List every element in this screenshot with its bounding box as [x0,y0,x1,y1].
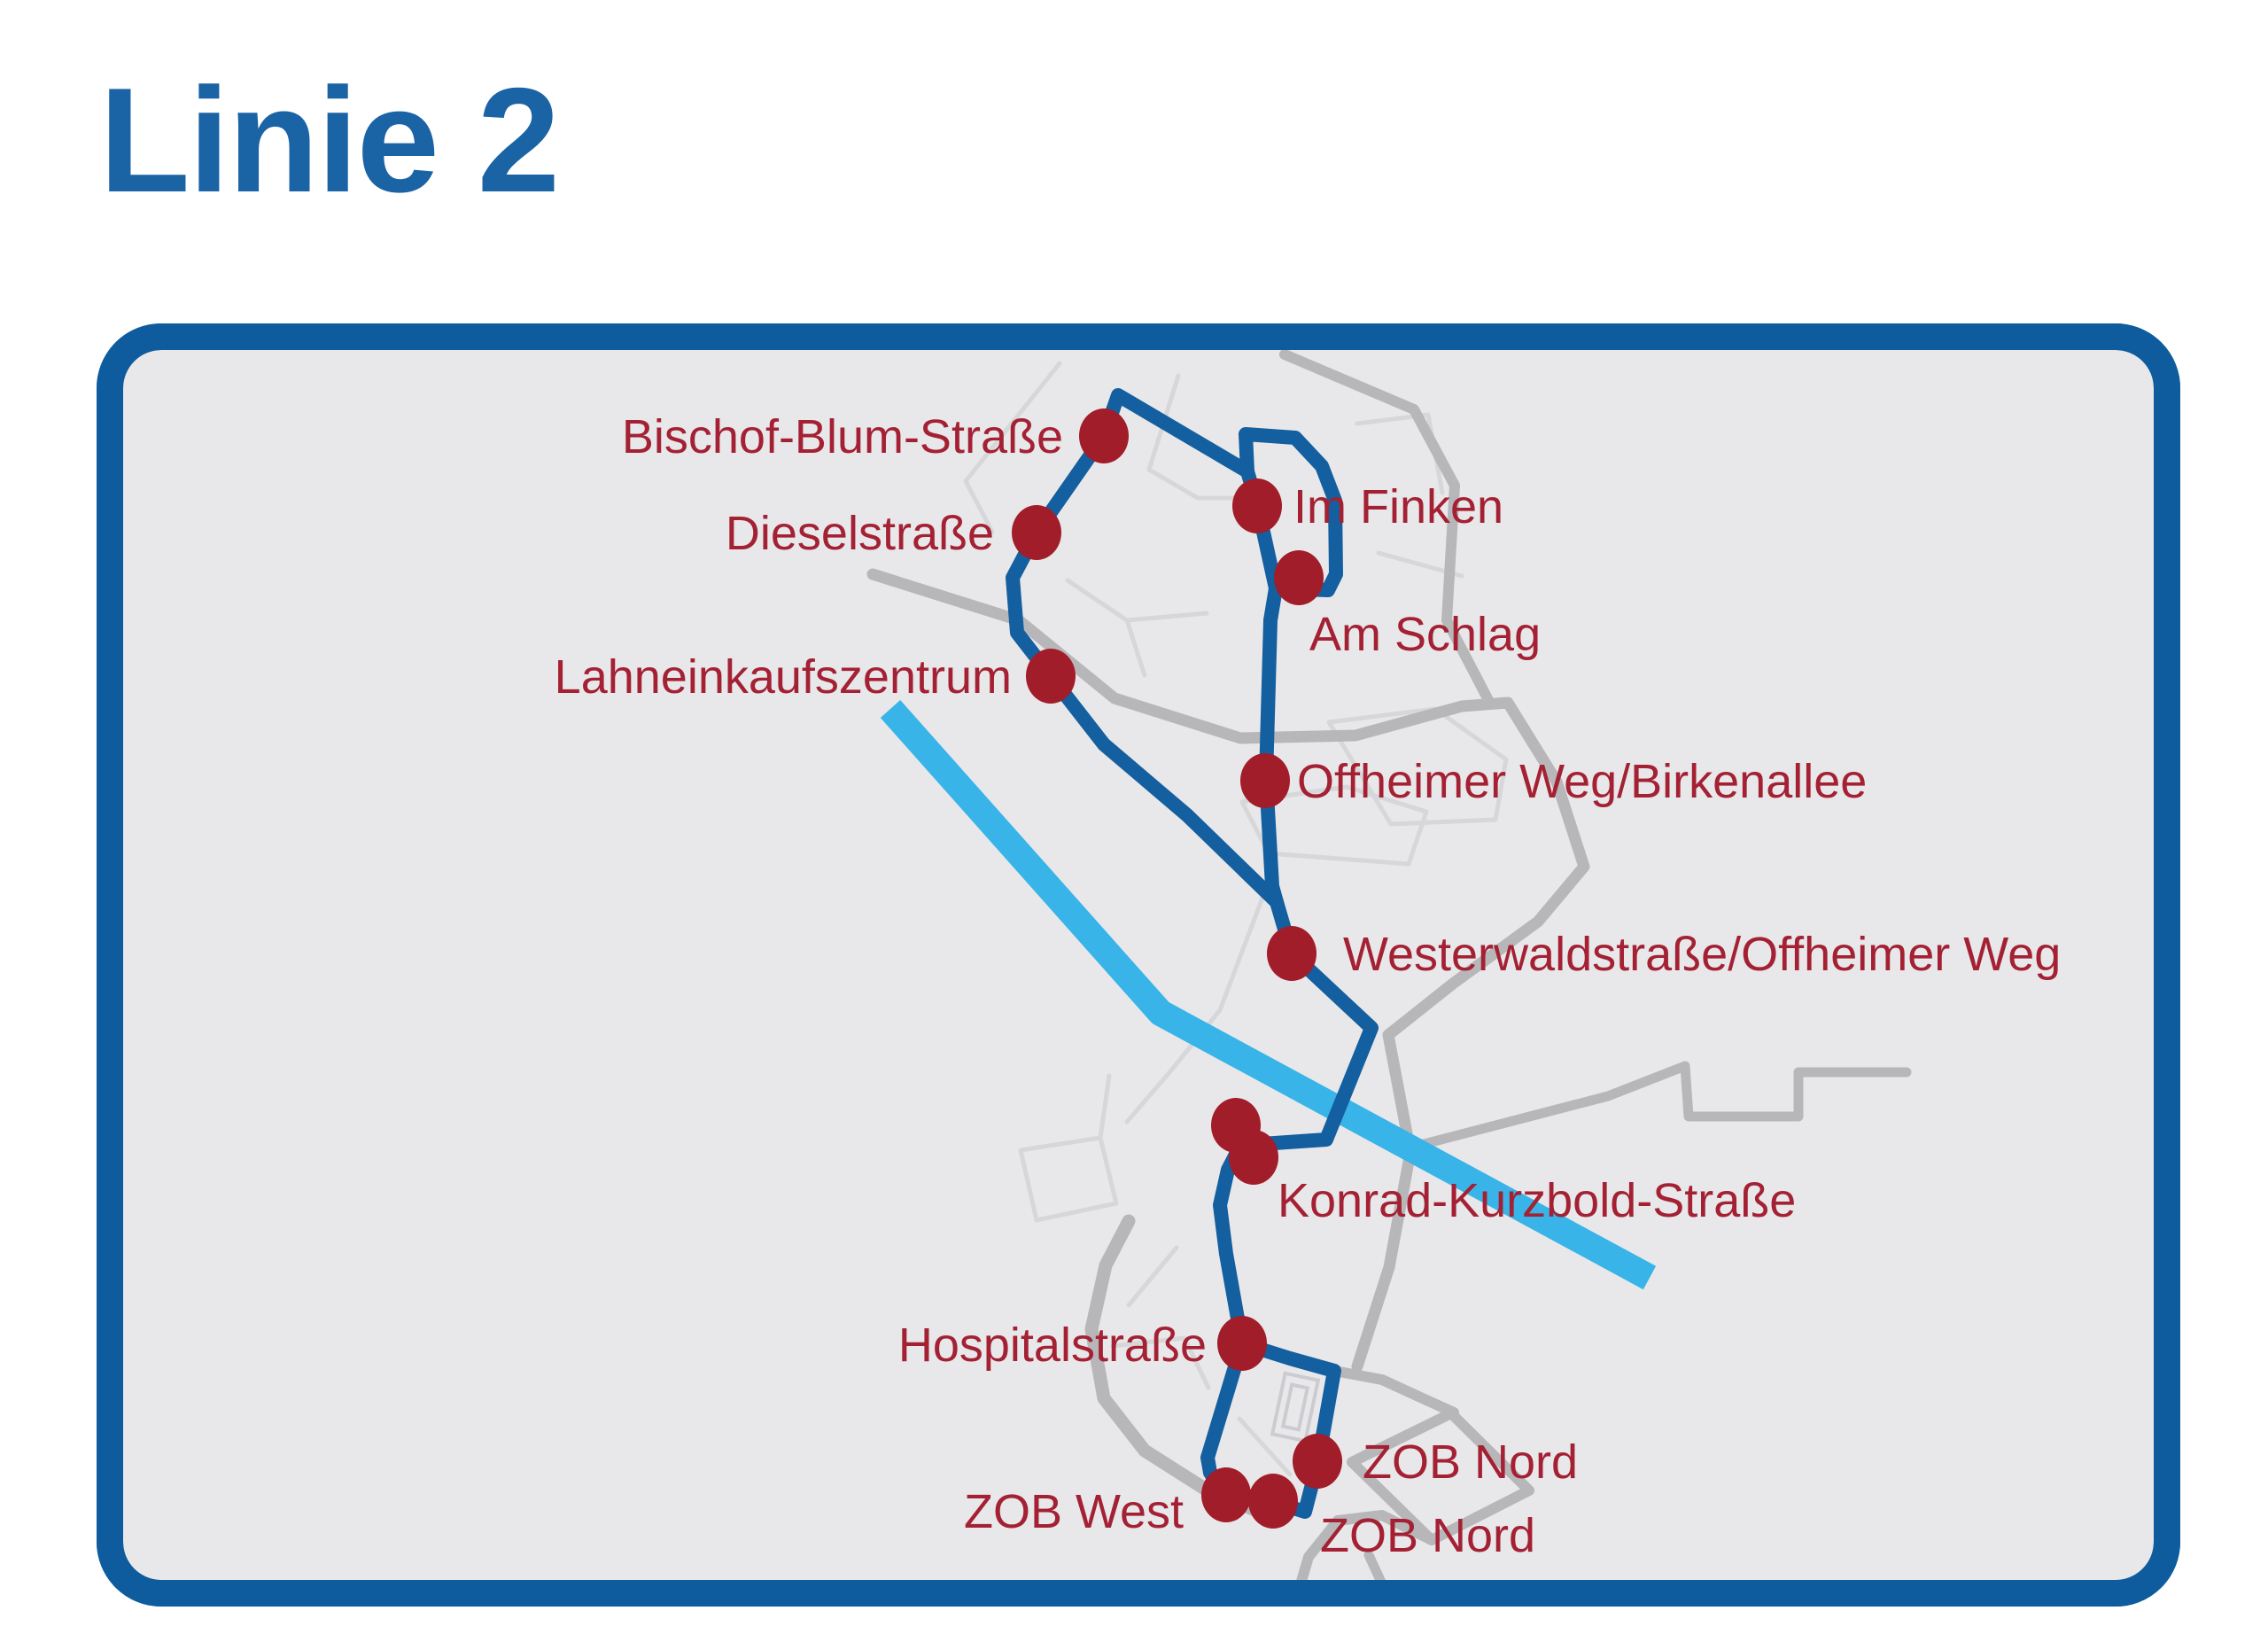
stop-label: Am Schlag [1309,608,1541,661]
stop-label: ZOB Nord [1320,1509,1535,1562]
building-outline-icon [1280,1382,1310,1432]
stop-dot [1232,479,1282,533]
stop-label: Offheimer Weg/Birkenallee [1297,755,1867,808]
street-thin [1124,618,1147,678]
building-outline-icon [1270,1371,1321,1443]
map-content: Bischof-Blum-StraßeDieselstraßeLahneinka… [555,350,2061,1580]
stop-dot [1248,1474,1298,1529]
street-thick [1285,1510,1437,1580]
map-panel-border [97,323,2180,1607]
stop-dot [1012,505,1061,560]
street-thick [1405,1061,1912,1153]
stop-label: Lahneinkaufszentrum [555,650,1012,704]
stop-dot [1293,1434,1342,1489]
stop-label: Bischof-Blum-Straße [622,410,1063,463]
street-thin [1018,1135,1119,1223]
street-thick [1329,1366,1459,1418]
street-thin [963,361,1062,534]
stop-label: ZOB West [964,1485,1184,1538]
stop-dot [1079,408,1129,463]
street-thick [866,568,1590,1373]
stop-label: Dieselstraße [726,507,994,560]
street-thin [1237,1416,1293,1477]
stop-dot [1201,1467,1251,1522]
bus-route-line [1239,427,1343,597]
stop-dot [1267,926,1317,981]
stop-dot [1026,649,1076,704]
street-thick [1363,1550,1410,1580]
river-lahn [880,700,1657,1290]
page-title: Linie 2 [99,57,560,223]
stop-label: Westerwaldstraße/Offheimer Weg [1343,928,2061,981]
bus-route-line [1200,1336,1341,1519]
stop-dot [1274,550,1324,605]
street-thick [1279,350,1494,705]
street-thin [1326,706,1509,827]
stop-dot [1217,1316,1267,1371]
stop-label: Konrad-Kurzbold-Straße [1278,1174,1796,1227]
street-thin [1098,1073,1112,1140]
street-thin [1126,1245,1179,1308]
street-thin [1355,412,1445,495]
street-thin [1110,1335,1211,1390]
stop-dot [1240,753,1290,808]
stop-dot [1229,1130,1278,1185]
stop-label: Im Finken [1293,480,1503,533]
street-thick [1347,1408,1534,1545]
stop-label: ZOB Nord [1363,1436,1578,1489]
stop-label: Hospitalstraße [898,1319,1207,1372]
